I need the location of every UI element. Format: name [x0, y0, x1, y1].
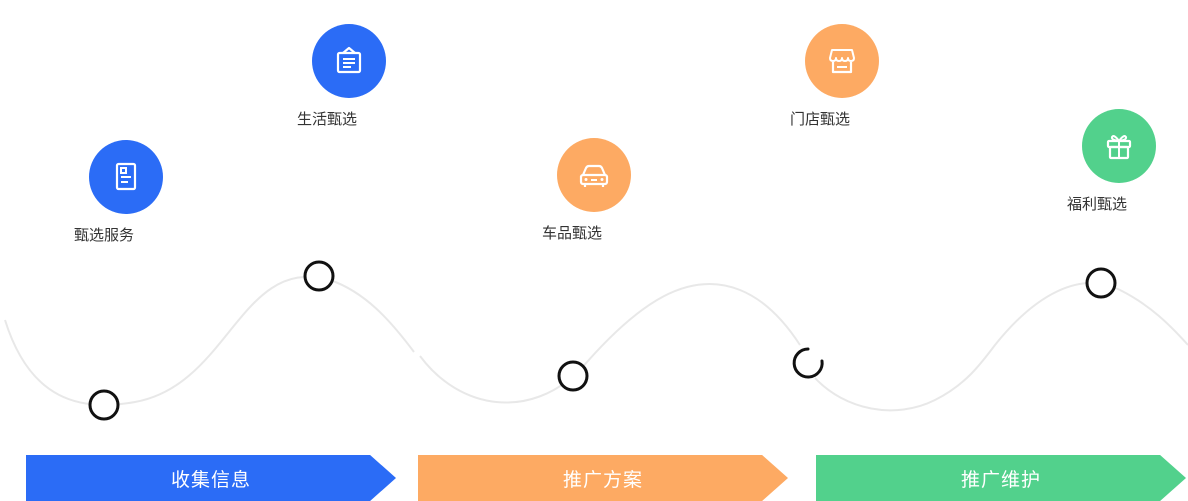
stage-welfare-bubble: [1081, 109, 1156, 183]
phase-maintain: 推广维护: [816, 455, 1186, 501]
phase-plan-label: 推广方案: [562, 468, 643, 491]
stage-car: 车品甄选: [535, 138, 652, 243]
timeline-node-5: [1085, 267, 1117, 299]
stage-life-bubble: [311, 24, 386, 98]
stage-car-label: 车品甄选: [541, 224, 602, 242]
gift-icon: [1106, 135, 1131, 160]
phase-maintain-label: 推广维护: [960, 468, 1041, 491]
stage-service-bubble: [88, 140, 163, 214]
timeline-node-4: [792, 347, 824, 379]
wave-curve-3: [814, 282, 1188, 412]
stage-service: 甄选服务: [67, 140, 184, 245]
wave-curve-2: [419, 282, 801, 404]
stage-service-label: 甄选服务: [73, 226, 134, 244]
stage-welfare-label: 福利甄选: [1066, 195, 1127, 213]
notice-board-icon: [336, 46, 361, 74]
wave-curve-1: [4, 276, 415, 406]
timeline-node-2: [303, 260, 335, 292]
car-icon: [579, 164, 608, 187]
phase-collect-label: 收集信息: [170, 468, 251, 491]
document-icon: [115, 162, 136, 191]
stage-store-bubble: [804, 24, 879, 98]
stage-store-label: 门店甄选: [789, 110, 850, 128]
stage-welfare: 福利甄选: [1060, 109, 1177, 214]
timeline-node-1: [88, 389, 120, 421]
stage-car-bubble: [556, 138, 631, 212]
stage-store: 门店甄选: [783, 24, 900, 129]
timeline-node-3: [557, 360, 589, 392]
phase-collect: 收集信息: [26, 455, 396, 501]
stage-life-label: 生活甄选: [296, 110, 357, 128]
phase-plan: 推广方案: [418, 455, 788, 501]
storefront-icon: [828, 49, 855, 74]
stage-life: 生活甄选: [290, 24, 407, 129]
